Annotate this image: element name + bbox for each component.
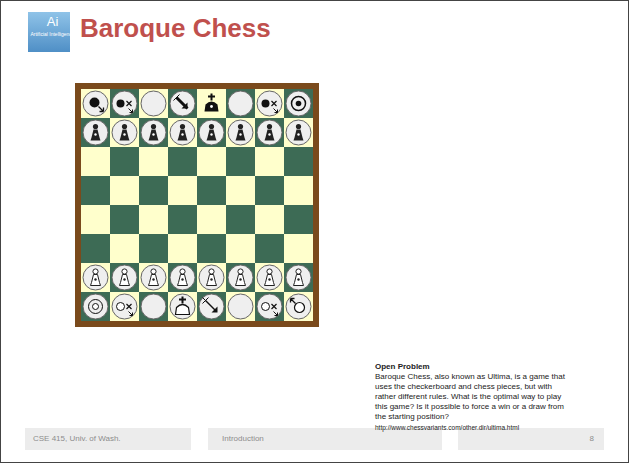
- note-body: Baroque Chess, also known as Ultima, is …: [375, 372, 567, 422]
- black-pieces: [83, 91, 311, 145]
- slide-title: Baroque Chess: [80, 13, 271, 44]
- footer-band: Introduction: [208, 428, 442, 450]
- footer-band: 8: [458, 428, 604, 450]
- note-heading: Open Problem: [375, 362, 575, 372]
- footer-band: CSE 415, Univ. of Wash.: [25, 428, 191, 450]
- white-pieces: [83, 265, 311, 319]
- node-text: Ai: [30, 15, 75, 29]
- logo-box: AiArtificial Intelligence: [28, 12, 77, 52]
- node-text: Introduction: [222, 434, 428, 444]
- node-subtext: Artificial Intelligence: [30, 31, 75, 37]
- checkerboard: [81, 89, 313, 321]
- node-text: 8: [468, 434, 594, 444]
- node-text: CSE 415, Univ. of Wash.: [33, 434, 183, 444]
- board-frame: [75, 83, 319, 327]
- source-url: http://www.chessvariants.com/other.dir/u…: [375, 424, 595, 432]
